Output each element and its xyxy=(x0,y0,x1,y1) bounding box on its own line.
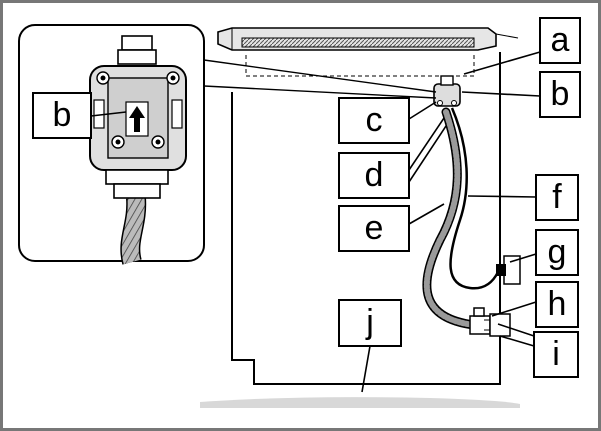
label-b: b xyxy=(539,71,581,118)
label-d: d xyxy=(338,152,410,199)
up-arrow-icon xyxy=(129,106,145,132)
detail-inset xyxy=(18,24,205,265)
label-g: g xyxy=(535,229,579,276)
safety-valve xyxy=(433,75,461,107)
inlet-hose xyxy=(424,109,477,328)
wall-socket xyxy=(496,255,521,285)
power-cable xyxy=(449,107,500,290)
floor-shadow xyxy=(200,397,520,408)
label-i-text: i xyxy=(552,335,560,373)
label-f: f xyxy=(535,174,579,221)
label-a: a xyxy=(539,17,581,64)
label-e: e xyxy=(338,205,410,252)
label-c: c xyxy=(338,97,410,144)
countertop xyxy=(217,27,519,51)
label-b-inset-text: b xyxy=(53,96,72,134)
leader-lines xyxy=(90,51,541,393)
label-j: j xyxy=(338,299,402,347)
label-c-text: c xyxy=(366,101,383,139)
label-i: i xyxy=(533,331,579,378)
label-a-text: a xyxy=(551,21,570,59)
label-b-inset: b xyxy=(32,92,92,139)
label-j-text: j xyxy=(365,303,374,341)
label-f-text: f xyxy=(552,178,562,216)
inset-connector-lines xyxy=(203,59,437,99)
label-b-text: b xyxy=(551,75,570,113)
label-h-text: h xyxy=(548,285,567,323)
label-d-text: d xyxy=(365,156,384,194)
label-g-text: g xyxy=(548,233,567,271)
label-h: h xyxy=(535,281,579,328)
label-e-text: e xyxy=(365,209,384,247)
